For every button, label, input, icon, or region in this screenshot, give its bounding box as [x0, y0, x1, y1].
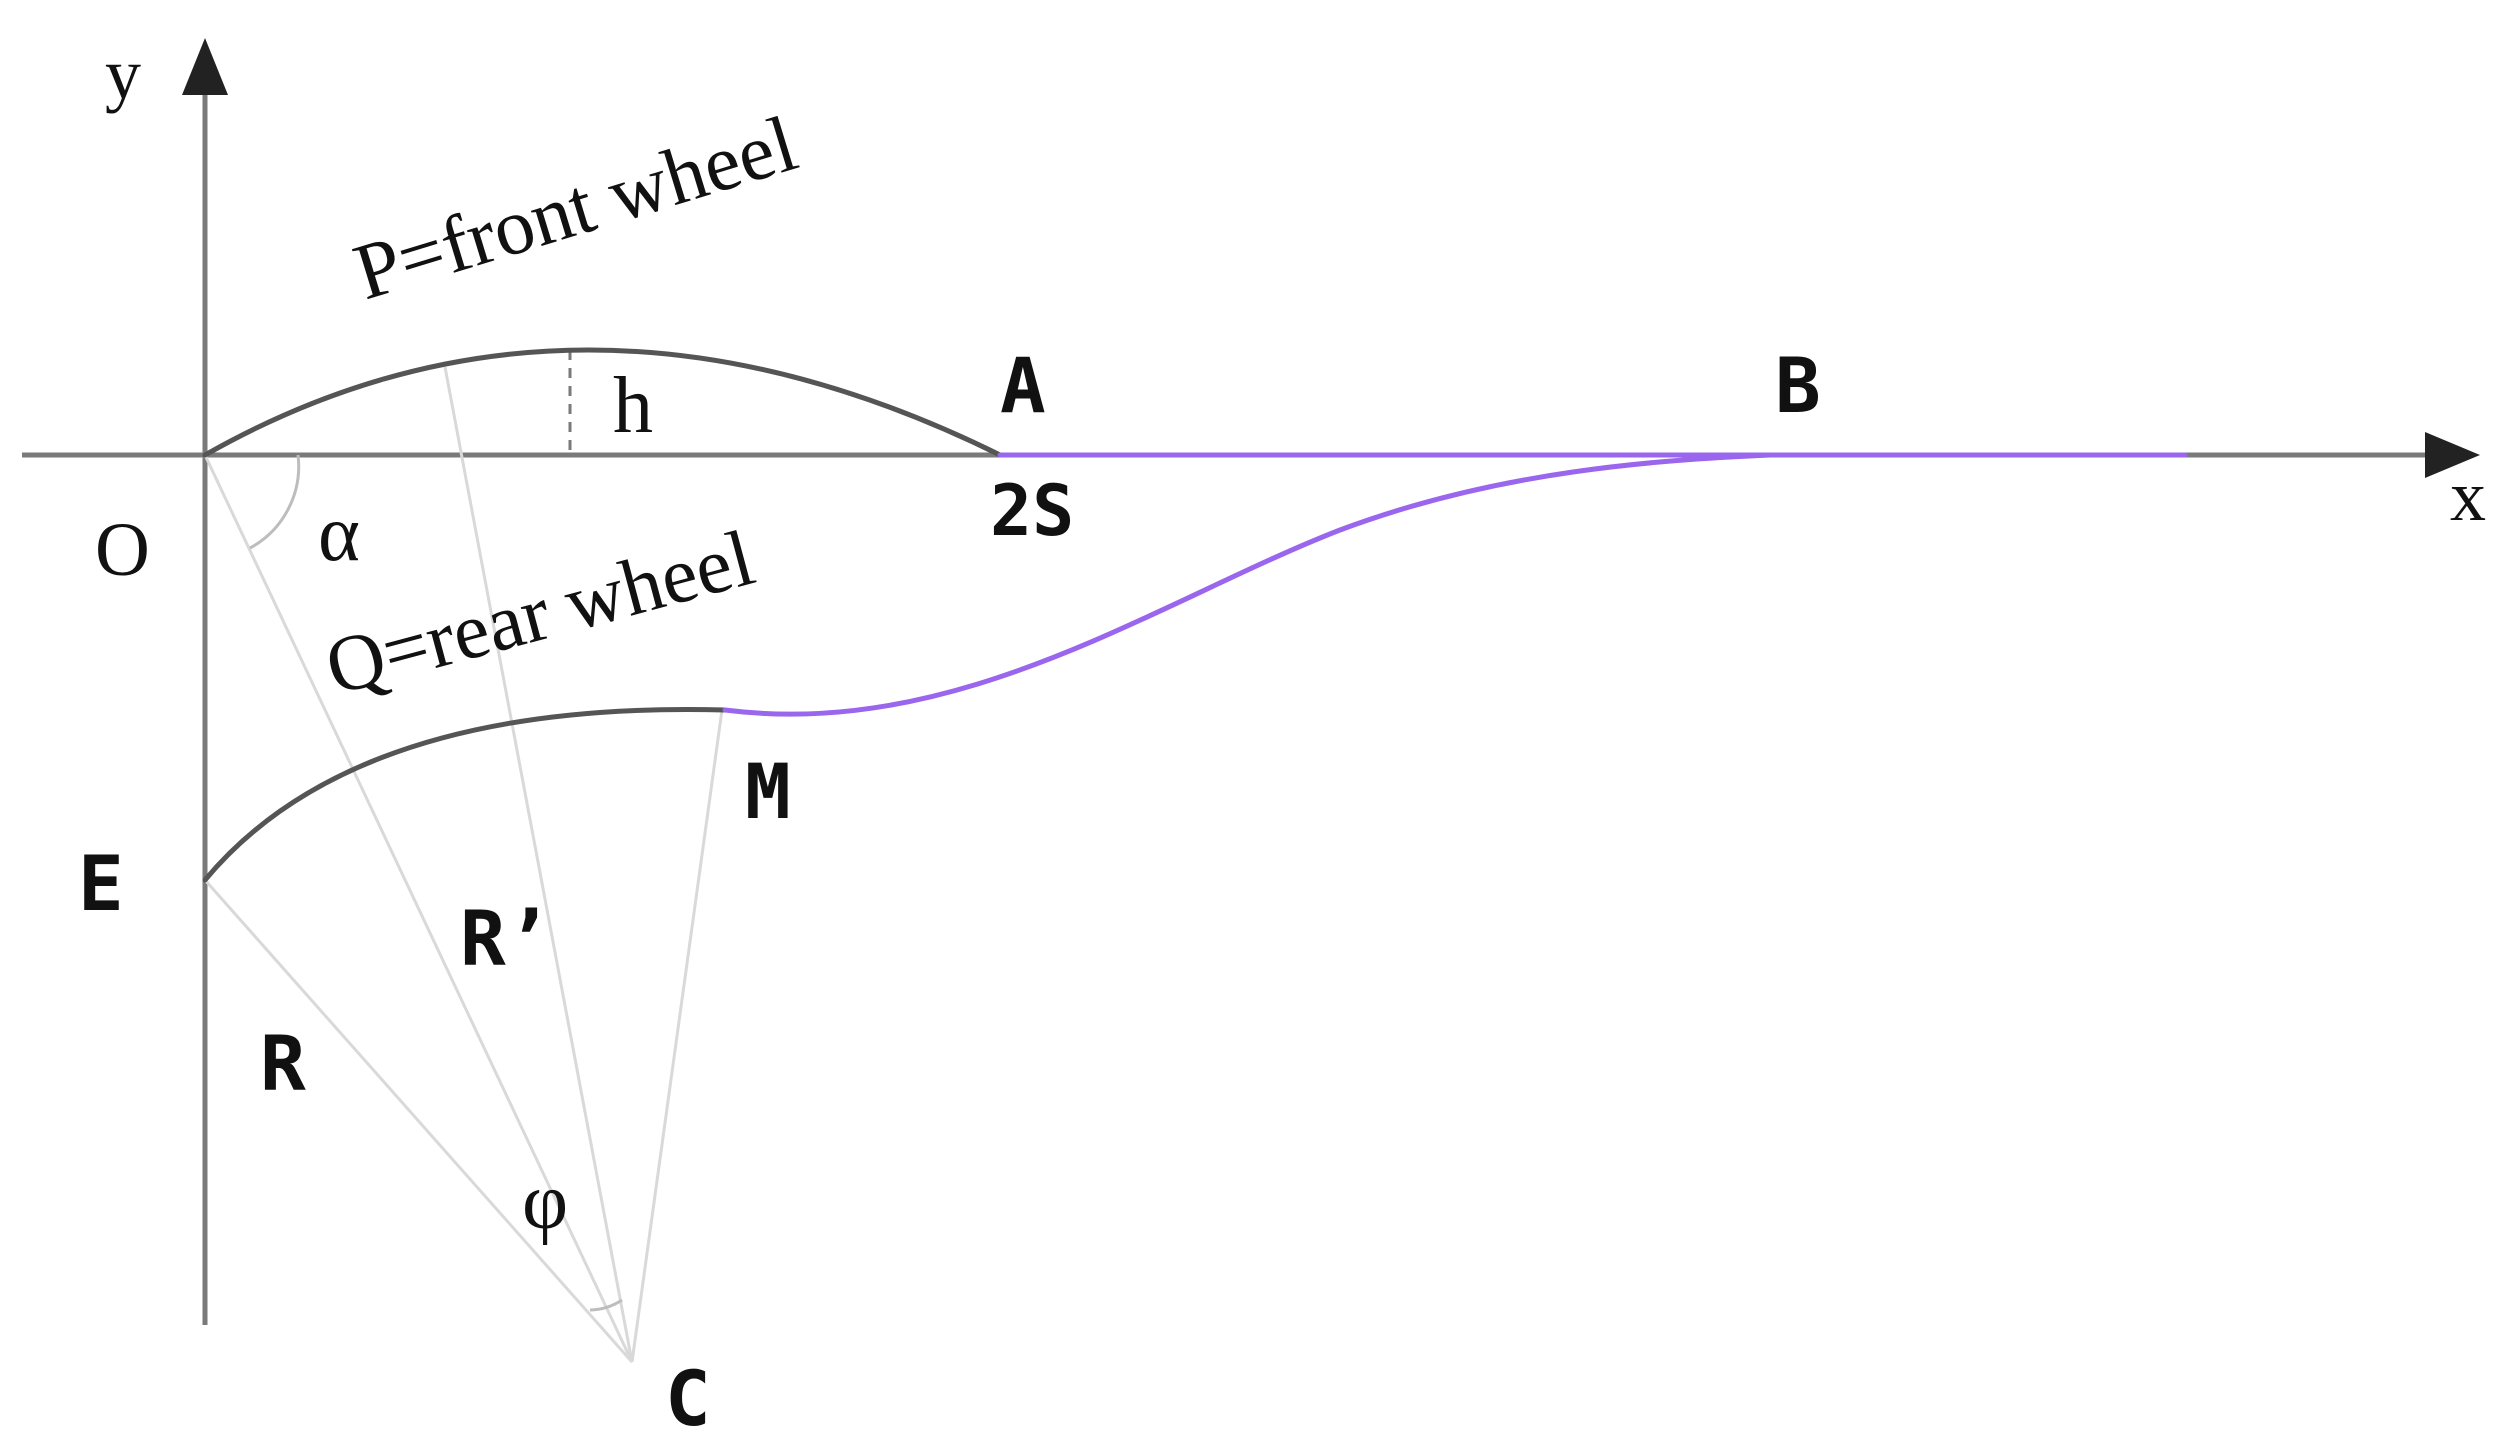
front-wheel-label: P=front wheel — [345, 100, 807, 318]
x-axis-label: x — [2450, 456, 2486, 536]
y-axis-arrowhead — [182, 38, 228, 95]
origin-label: O — [95, 508, 150, 592]
rear-wheel-label: Q=rear wheel — [317, 514, 763, 712]
rear-wheel-transition-path — [722, 452, 1773, 717]
point-a-label: A — [1000, 341, 1046, 430]
line-o-to-c — [203, 454, 634, 1363]
point-e-label: E — [78, 839, 124, 928]
line-r-prime — [443, 366, 634, 1363]
rear-wheel-arc — [202, 707, 728, 883]
x-axis-arrowhead — [2425, 432, 2480, 478]
alpha-angle-arc — [249, 454, 301, 550]
height-label: h — [613, 362, 653, 450]
r-prime-label: R’ — [460, 894, 552, 983]
point-c-label: C — [665, 1354, 711, 1443]
phi-label: φ — [522, 1158, 568, 1246]
construction-lines — [203, 366, 724, 1363]
line-e-to-c — [203, 879, 634, 1363]
point-b-label: B — [1775, 341, 1821, 430]
front-wheel-arc — [202, 347, 1003, 458]
alpha-label: α — [318, 490, 360, 578]
r-label: R — [260, 1019, 306, 1108]
point-m-label: M — [745, 747, 791, 836]
two-s-label: 2S — [990, 470, 1074, 552]
y-axis-label: y — [105, 34, 141, 114]
phi-angle-arc — [589, 1298, 623, 1312]
line-m-to-c — [630, 709, 724, 1363]
